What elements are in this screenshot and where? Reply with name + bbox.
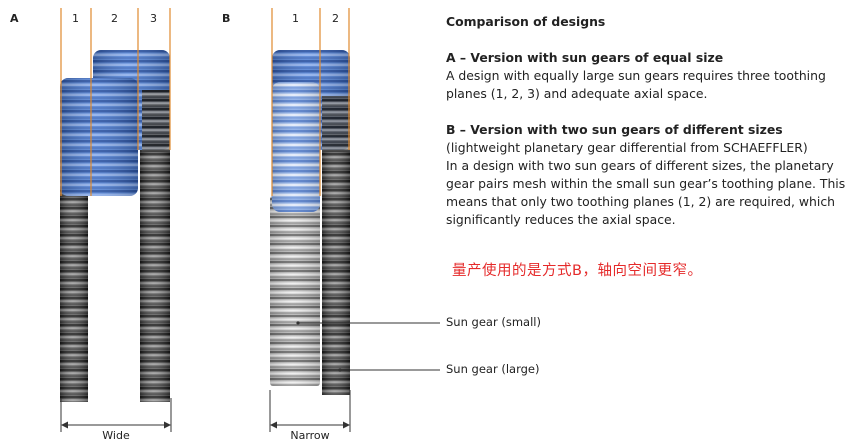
panel-a-plane-2: 2 [111,12,118,25]
panel-b-width-dimension [269,390,351,432]
panel-a-width-dimension [60,398,172,432]
chinese-annotation: 量产使用的是方式B，轴向空间更窄。 [452,263,703,279]
panel-b-sun-gear-large [322,150,350,395]
panel-b-plane-1: 1 [292,12,299,25]
panel-b-plane-2: 2 [332,12,339,25]
panel-b-plane-lines [271,8,350,196]
description-title: Comparison of designs [446,14,606,29]
panel-b-width-label: Narrow [290,429,329,442]
version-b-text: In a design with two sun gears of differ… [446,158,846,227]
callout-sun-gear-small: Sun gear (small) [446,315,541,329]
panel-b-planet-gears [272,50,350,212]
panel-a-width-label: Wide [102,429,130,442]
description-block: Comparison of designs A – Version with s… [446,13,856,229]
version-a-text: A design with equally large sun gears re… [446,68,826,101]
panel-a-plane-lines [60,8,171,196]
callout-lines [298,322,440,371]
panel-b-letter: B [222,12,230,25]
panel-b-sun-gear-small [270,196,320,386]
panel-a-lower-gears [60,150,170,402]
version-b-subheading: (lightweight planetary gear differential… [446,140,808,155]
version-a-heading: A – Version with sun gears of equal size [446,50,724,65]
callout-sun-gear-large: Sun gear (large) [446,362,540,376]
panel-a-letter: A [10,12,19,25]
panel-a-planet-gears [60,50,170,196]
version-b-heading: B – Version with two sun gears of differ… [446,122,783,137]
panel-a-plane-3: 3 [150,12,157,25]
gear-comparison-figure: A 1 2 3 Wide B [10,8,440,442]
panel-a-plane-1: 1 [72,12,79,25]
